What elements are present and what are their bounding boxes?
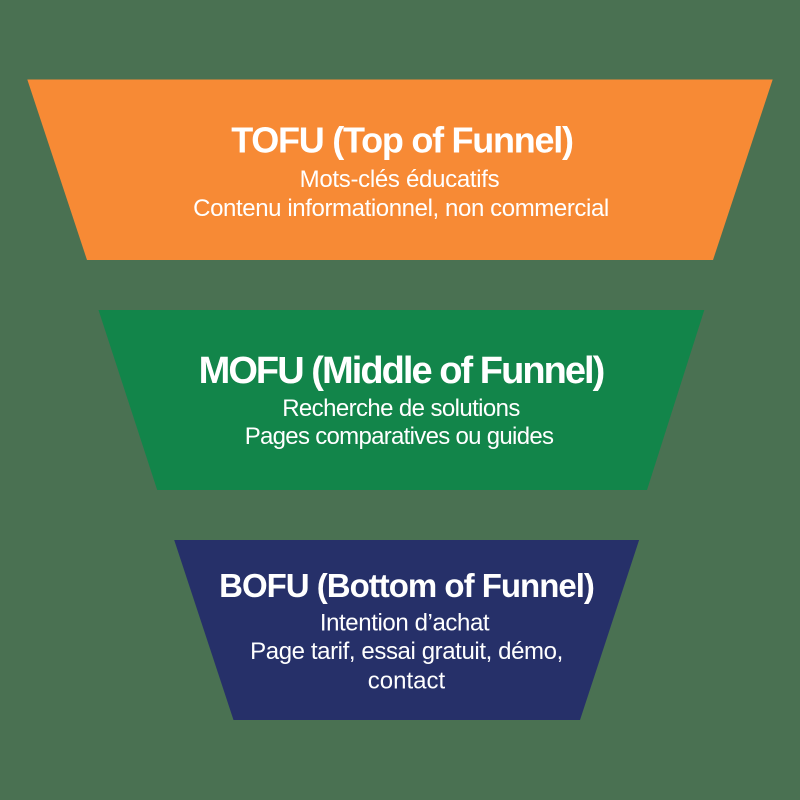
svg-text:Intention d’achat: Intention d’achat [320, 609, 490, 636]
svg-text:BOFU (Bottom of Funnel): BOFU (Bottom of Funnel) [219, 567, 594, 604]
svg-text:contact: contact [368, 668, 446, 695]
svg-text:Page tarif, essai gratuit, dém: Page tarif, essai gratuit, démo, [250, 638, 563, 665]
svg-text:Recherche de solutions: Recherche de solutions [282, 395, 520, 422]
svg-text:Contenu informationnel, non co: Contenu informationnel, non commercial [193, 195, 609, 222]
svg-text:MOFU (Middle of Funnel): MOFU (Middle of Funnel) [199, 350, 604, 392]
svg-text:TOFU (Top of Funnel): TOFU (Top of Funnel) [231, 119, 573, 160]
svg-text:Mots-clés éducatifs: Mots-clés éducatifs [300, 166, 500, 193]
svg-text:Pages comparatives ou guides: Pages comparatives ou guides [245, 423, 554, 450]
